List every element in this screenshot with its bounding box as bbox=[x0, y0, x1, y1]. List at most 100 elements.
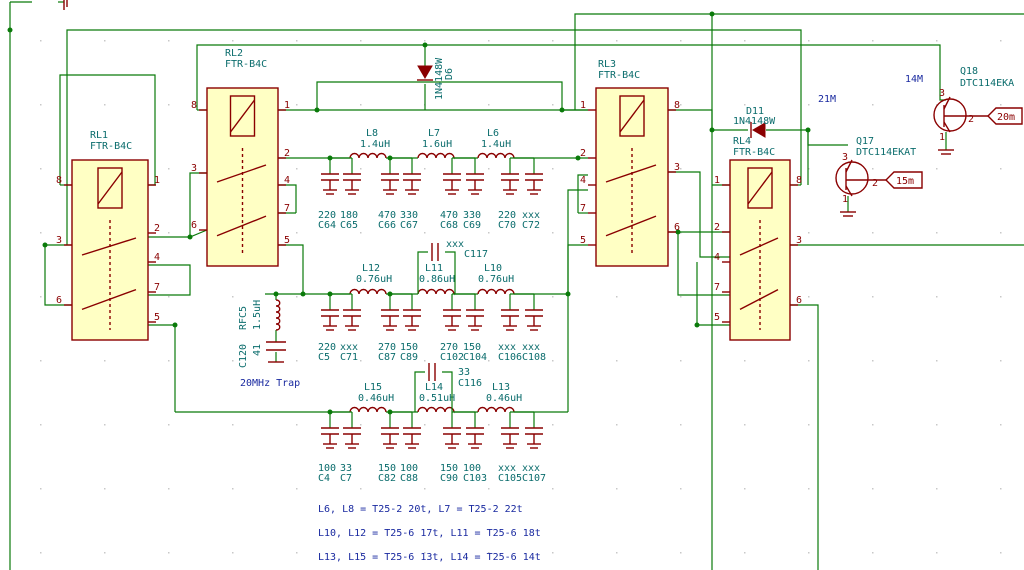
relay-pin-label: 8 bbox=[191, 100, 197, 111]
tag-14m: 14M bbox=[905, 74, 923, 85]
trap-rfc5-ref: RFC5 bbox=[238, 306, 249, 330]
net-label-15m[interactable]: 15m bbox=[885, 171, 923, 189]
relay-value: FTR-B4C bbox=[598, 70, 640, 81]
diode-d6-value: 1N4148W bbox=[434, 57, 445, 100]
capacitor-ref: C5 bbox=[318, 352, 330, 363]
relay-pin-label: 3 bbox=[674, 162, 680, 173]
relay-pin-label: 6 bbox=[56, 295, 62, 306]
series-cap-c116[interactable]: 33 C116 bbox=[414, 363, 482, 412]
inductor-value: 0.76uH bbox=[356, 274, 392, 285]
capacitor-value: 330 bbox=[463, 210, 481, 221]
transistor-q17-value: DTC114EKAT bbox=[856, 147, 916, 158]
capacitor-ref: C70 bbox=[498, 220, 516, 231]
capacitor-value: xxx bbox=[522, 210, 540, 221]
note-line-2: L10, L12 = T25-6 17t, L11 = T25-6 18t bbox=[318, 528, 541, 539]
inductor-value: 0.76uH bbox=[478, 274, 514, 285]
capacitor-ref: C88 bbox=[400, 473, 418, 484]
diode-d6[interactable]: 1N4148W D6 bbox=[417, 57, 455, 100]
series-cap-c117-ref: C117 bbox=[464, 249, 488, 260]
wires bbox=[9, 0, 1024, 570]
inductor-l7[interactable]: L71.6uH bbox=[417, 128, 455, 163]
relay-pin-label: 6 bbox=[796, 295, 802, 306]
capacitor-value: 220 bbox=[318, 210, 336, 221]
relay-ref: RL4 bbox=[733, 136, 751, 147]
capacitor-value: 180 bbox=[340, 210, 358, 221]
relay-ref: RL3 bbox=[598, 59, 616, 70]
inductor-ref: L10 bbox=[484, 263, 502, 274]
series-cap-c117[interactable]: xxx C117 bbox=[417, 239, 488, 294]
transistor-q18-value: DTC114EKA bbox=[960, 78, 1014, 89]
winding-notes: L6, L8 = T25-2 20t, L7 = T25-2 22t L10, … bbox=[318, 504, 541, 563]
capacitor-ref: C103 bbox=[463, 473, 487, 484]
trap-c120[interactable]: C120 41 20MHz Trap bbox=[238, 341, 300, 389]
series-cap-c116-ref: C116 bbox=[458, 378, 482, 389]
capacitor-ref: C89 bbox=[400, 352, 418, 363]
trap-rfc5[interactable]: RFC5 1.5uH bbox=[238, 299, 281, 331]
transistor-q17[interactable]: Q17 DTC114EKAT 3 1 2 bbox=[835, 136, 916, 217]
capacitor-ref: C72 bbox=[522, 220, 540, 231]
capacitor-ref: C69 bbox=[463, 220, 481, 231]
capacitor-value: 270 bbox=[378, 342, 396, 353]
capacitor-value: xxx bbox=[498, 342, 516, 353]
capacitor-ref: C108 bbox=[522, 352, 546, 363]
relay-pin-label: 5 bbox=[154, 312, 160, 323]
inductor-l6[interactable]: L61.4uH bbox=[477, 128, 515, 163]
net-label-20m[interactable]: 20m bbox=[987, 107, 1023, 125]
inductor-value: 0.86uH bbox=[419, 274, 455, 285]
q17-pin1: 1 bbox=[842, 194, 848, 205]
q17-pin3: 3 bbox=[842, 152, 848, 163]
relay-pin-label: 3 bbox=[191, 163, 197, 174]
inductor-l8[interactable]: L81.4uH bbox=[349, 128, 390, 163]
relay-pin-label: 8 bbox=[796, 175, 802, 186]
capacitor-ref: C68 bbox=[440, 220, 458, 231]
relay-pin-label: 4 bbox=[154, 252, 160, 263]
diode-d11[interactable]: D11 1N4148W bbox=[733, 106, 776, 138]
relay-pin-label: 2 bbox=[580, 148, 586, 159]
capacitor-ref: C7 bbox=[340, 473, 352, 484]
relay-pin-label: 6 bbox=[674, 222, 680, 233]
relay-pin-label: 7 bbox=[714, 282, 720, 293]
trap-c120-value: 41 bbox=[252, 344, 263, 356]
relay-pin-label: 3 bbox=[796, 235, 802, 246]
inductor-value: 0.46uH bbox=[358, 393, 394, 404]
trap-c120-ref: C120 bbox=[238, 344, 249, 368]
transistor-q18[interactable]: Q18 DTC114EKA 3 1 2 bbox=[933, 66, 1014, 155]
capacitor-ref: C105 bbox=[498, 473, 522, 484]
inductor-ref: L14 bbox=[425, 382, 443, 393]
